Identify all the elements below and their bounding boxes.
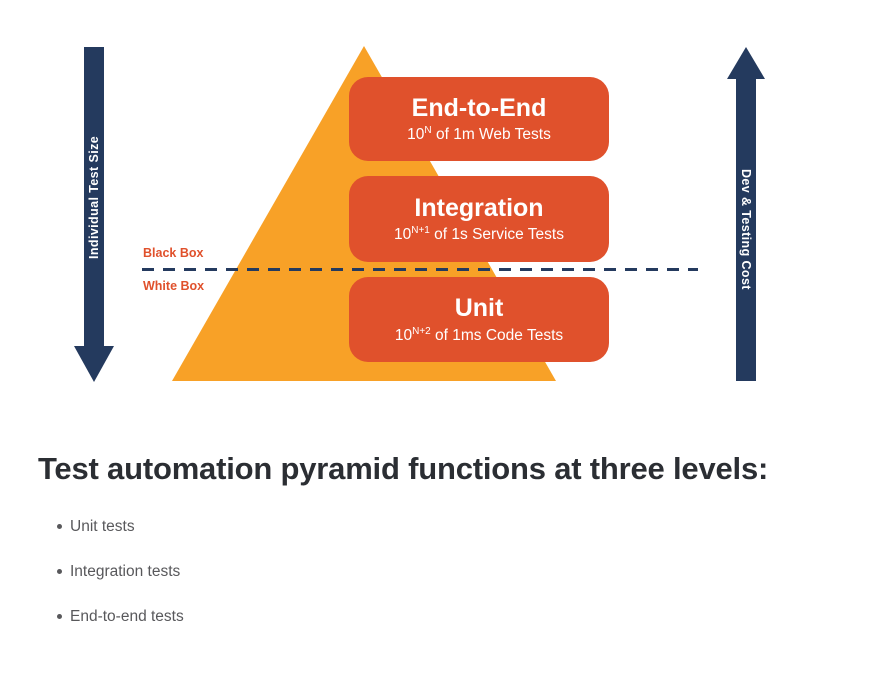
level-subtitle: 10N of 1m Web Tests (407, 125, 551, 144)
black-white-box-divider (142, 268, 698, 271)
list-item-end-to-end-tests: End-to-end tests (57, 608, 798, 626)
black-box-label: Black Box (143, 246, 204, 260)
subtitle-base: 10 (407, 126, 425, 144)
test-pyramid-figure: Individual Test Size Black Box White Box… (74, 46, 765, 382)
cost-axis-bar (736, 78, 756, 381)
level-card-end-to-end: End-to-End 10N of 1m Web Tests (349, 77, 609, 161)
article-section: Test automation pyramid functions at thr… (38, 446, 798, 653)
subtitle-exponent: N (424, 125, 432, 137)
up-arrow-icon (727, 47, 765, 79)
test-levels-list: Unit tests Integration tests End-to-end … (38, 518, 798, 626)
cost-axis-label: Dev & Testing Cost (739, 169, 753, 290)
subtitle-rest: of 1ms Code Tests (430, 326, 564, 344)
subtitle-rest: of 1m Web Tests (431, 126, 551, 144)
white-box-label: White Box (143, 279, 205, 293)
subtitle-rest: of 1s Service Tests (429, 226, 564, 244)
test-size-axis-label: Individual Test Size (87, 135, 101, 259)
level-card-unit: Unit 10N+2 of 1ms Code Tests (349, 277, 609, 362)
subtitle-exponent: N+2 (412, 325, 431, 337)
subtitle-base: 10 (394, 326, 413, 344)
down-arrow-icon (74, 346, 114, 382)
level-title: End-to-End (411, 93, 547, 122)
level-title: Integration (414, 193, 544, 222)
level-subtitle: 10N+2 of 1ms Code Tests (395, 326, 563, 345)
level-subtitle: 10N+1 of 1s Service Tests (394, 225, 564, 244)
subtitle-base: 10 (394, 226, 412, 244)
level-card-integration: Integration 10N+1 of 1s Service Tests (349, 176, 609, 262)
page-title: Test automation pyramid functions at thr… (38, 451, 769, 486)
subtitle-exponent: N+1 (411, 225, 430, 237)
level-title: Unit (454, 294, 504, 323)
list-item-integration-tests: Integration tests (57, 563, 798, 581)
list-item-unit-tests: Unit tests (57, 518, 798, 536)
test-size-axis-bar (84, 47, 104, 347)
